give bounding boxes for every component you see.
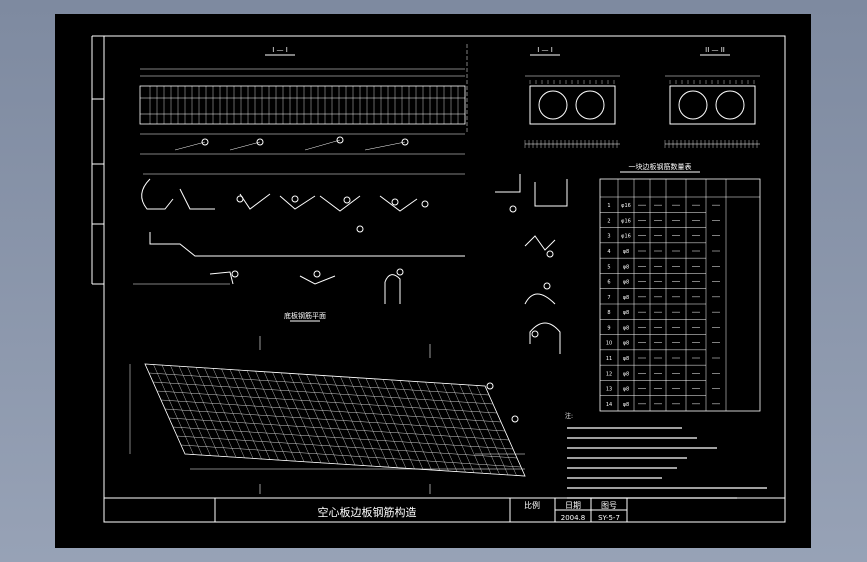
- scale-label: 比例: [524, 500, 540, 510]
- title-block: 空心板边板钢筋构造 比例 日期 2004.8 图号 SY-5-7: [104, 497, 785, 522]
- plan-view: 底板钢筋平面: [129, 311, 526, 494]
- rebar-table: 一块边板钢筋数量表 1 φ16 2 φ16 3 φ16 4 φ8 5 φ8 6 φ8 7 φ8 8 φ8 9 φ8…: [599, 162, 761, 412]
- drawing-no-label: 图号: [601, 501, 617, 510]
- table-row-diameter: φ8: [623, 387, 629, 393]
- plan-caption: 底板钢筋平面: [284, 311, 326, 320]
- table-row-number: 14: [606, 402, 612, 408]
- table-row-diameter: φ8: [623, 249, 629, 255]
- date-label: 日期: [565, 501, 581, 510]
- elevation-section-label: I — I: [272, 46, 288, 54]
- table-row-diameter: φ8: [623, 356, 629, 362]
- table-row-number: 11: [606, 356, 612, 362]
- table-row-diameter: φ16: [621, 218, 631, 224]
- table-row-number: 1: [607, 203, 610, 209]
- table-row-number: 2: [607, 218, 610, 224]
- table-row-diameter: φ16: [621, 234, 631, 240]
- table-row-number: 6: [607, 280, 610, 286]
- table-row-number: 9: [607, 325, 610, 331]
- rebar-table-title: 一块边板钢筋数量表: [629, 162, 692, 171]
- drawing-sheet: 空心板边板钢筋构造 比例 日期 2004.8 图号 SY-5-7 I — I: [55, 14, 811, 548]
- table-row-number: 8: [607, 310, 610, 316]
- table-row-diameter: φ8: [623, 310, 629, 316]
- table-row-number: 13: [606, 387, 612, 393]
- table-row-diameter: φ8: [623, 371, 629, 377]
- table-row-diameter: φ8: [623, 280, 629, 286]
- table-row-number: 3: [607, 234, 610, 240]
- table-row-diameter: φ8: [623, 264, 629, 270]
- rebar-shapes: [133, 173, 465, 304]
- drawing-frame: [103, 35, 786, 523]
- section-right-label: II — II: [705, 46, 725, 54]
- date-value: 2004.8: [561, 514, 586, 522]
- drawing-title: 空心板边板钢筋构造: [318, 505, 417, 519]
- table-row-diameter: φ8: [623, 341, 629, 347]
- table-row-number: 4: [607, 249, 610, 255]
- table-row-diameter: φ8: [623, 295, 629, 301]
- notes: 注:: [565, 412, 767, 499]
- section-views: I — I II — II: [524, 46, 760, 148]
- table-row-number: 5: [607, 264, 610, 270]
- notes-label: 注:: [565, 412, 573, 420]
- elevation-view: I — I: [139, 44, 468, 155]
- section-left-label: I — I: [537, 46, 553, 54]
- table-row-diameter: φ16: [621, 203, 631, 209]
- table-row-number: 7: [607, 295, 610, 301]
- table-row-number: 10: [606, 341, 612, 347]
- table-row-diameter: φ8: [623, 402, 629, 408]
- table-row-number: 12: [606, 371, 612, 377]
- stirrup-lines: [149, 86, 459, 124]
- drawing-no-value: SY-5-7: [598, 514, 620, 522]
- detail-bars: [495, 174, 568, 354]
- drawing-canvas: 空心板边板钢筋构造 比例 日期 2004.8 图号 SY-5-7 I — I: [91, 35, 786, 523]
- table-row-diameter: φ8: [623, 325, 629, 331]
